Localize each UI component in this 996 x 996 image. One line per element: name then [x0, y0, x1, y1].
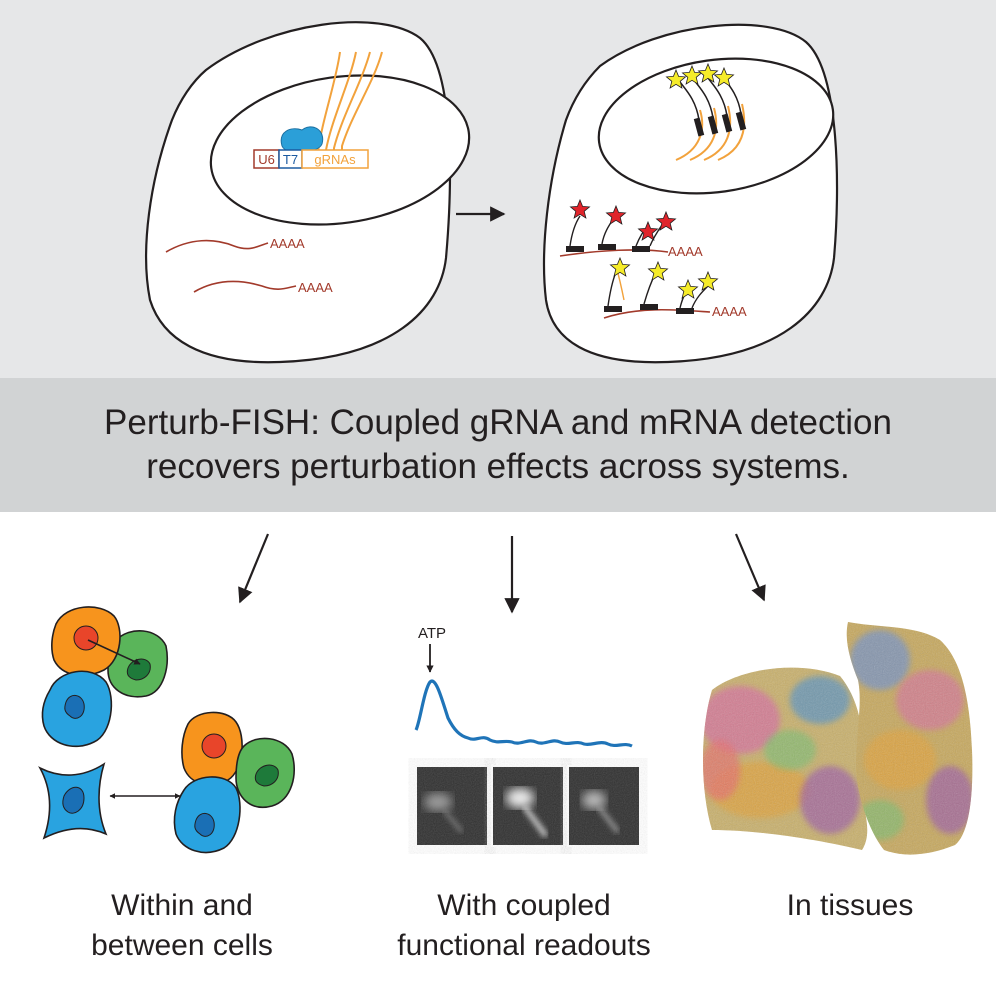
cell-before: U6 T7 gRNAs AAAA AAAA — [145, 21, 471, 364]
calcium-trace — [414, 679, 633, 748]
cells-interaction — [38, 606, 295, 854]
polya-label-2: AAAA — [298, 280, 333, 295]
title-line-2: recovers perturbation effects across sys… — [146, 447, 850, 486]
caption-middle-line-1: With coupled — [437, 889, 611, 922]
tissue-section — [703, 622, 973, 855]
t7-polymerase — [280, 126, 324, 153]
mrna-1 — [165, 239, 269, 253]
title-banner: Perturb-FISH: Coupled gRNA and mRNA dete… — [0, 378, 996, 512]
imaging-frames — [415, 765, 641, 847]
t7-label: T7 — [283, 152, 298, 167]
caption-middle-line-2: functional readouts — [397, 929, 651, 962]
grna-strands — [317, 51, 383, 168]
caption-functional-readouts: With coupled functional readouts — [394, 886, 654, 966]
caption-within-between-cells: Within and between cells — [52, 886, 312, 966]
arrow-left — [238, 533, 270, 604]
polya-label-1: AAAA — [270, 236, 305, 251]
yellow-star-group — [609, 62, 735, 299]
polya-label-4: AAAA — [712, 304, 747, 319]
polya-label-3: AAAA — [668, 244, 703, 259]
atp-label: ATP — [418, 625, 446, 642]
grnas-label: gRNAs — [314, 152, 356, 167]
mrna-probed-2 — [603, 308, 711, 319]
caption-right-line-1: In tissues — [786, 889, 914, 922]
arrow-right — [734, 533, 766, 602]
mrna-2 — [193, 280, 297, 293]
red-star-group — [569, 198, 677, 241]
probed-grnas — [675, 103, 746, 161]
caption-left-line-2: between cells — [91, 929, 273, 962]
title-line-1: Perturb-FISH: Coupled gRNA and mRNA dete… — [104, 403, 892, 442]
u6-label: U6 — [258, 152, 275, 167]
cell-after: AAAA AAAA — [542, 23, 839, 364]
construct: U6 T7 gRNAs — [253, 149, 369, 169]
mrna-probed-1 — [559, 249, 669, 257]
caption-in-tissues: In tissues — [720, 886, 980, 926]
within-cell-arrow — [87, 639, 141, 665]
caption-left-line-1: Within and — [111, 889, 253, 922]
